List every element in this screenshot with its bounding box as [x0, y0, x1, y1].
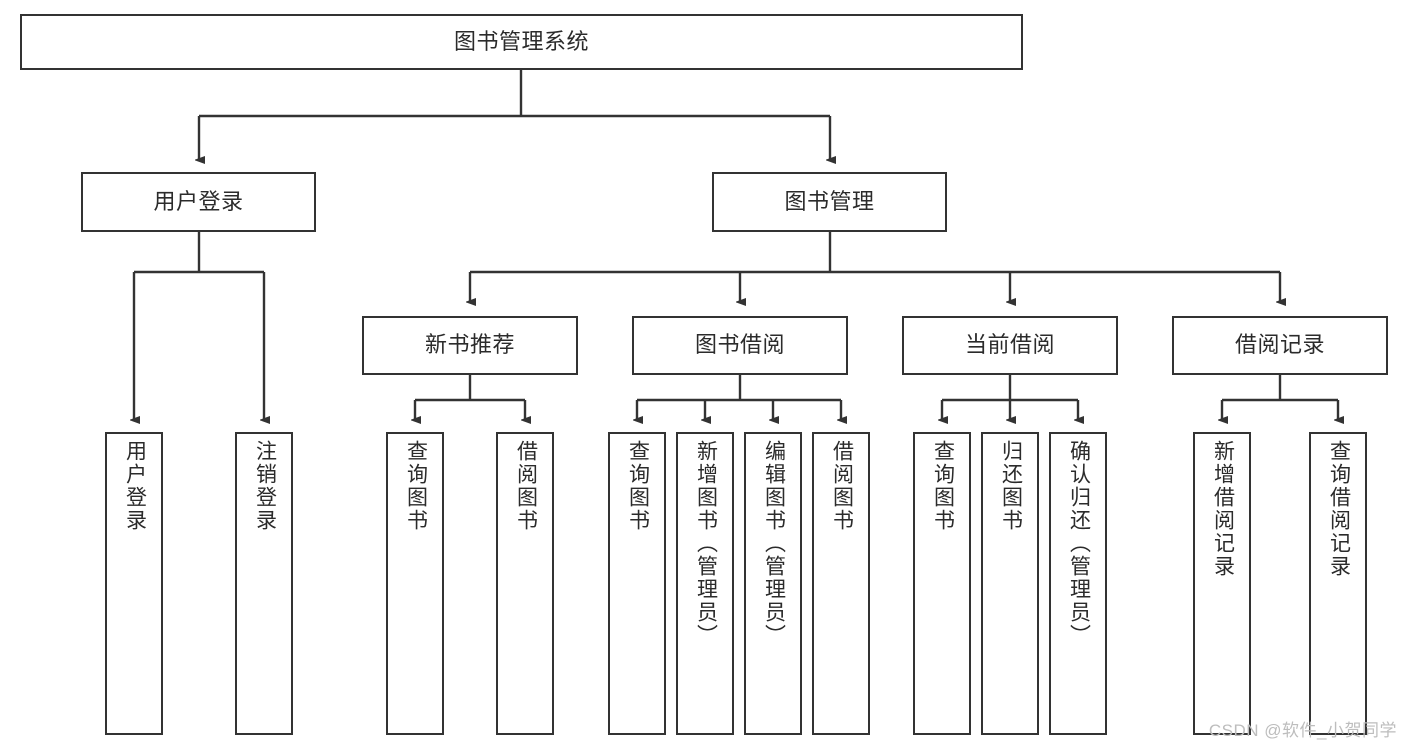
- node-leaf-query-book-2[interactable]: 查询图书: [608, 432, 666, 735]
- node-leaf-user-logout-label: 注销登录: [253, 440, 277, 532]
- node-leaf-query-book-3[interactable]: 查询图书: [913, 432, 971, 735]
- node-current-borrow-label: 当前借阅: [964, 332, 1055, 358]
- node-leaf-borrow-book-1-label: 借阅图书: [514, 440, 538, 532]
- node-leaf-query-record-label: 查询借阅记录: [1327, 440, 1351, 578]
- node-leaf-borrow-book-2-label: 借阅图书: [830, 440, 854, 532]
- node-new-book-recommend-label: 新书推荐: [424, 332, 515, 358]
- node-book-borrow-label: 图书借阅: [694, 332, 785, 358]
- node-book-manage[interactable]: 图书管理: [712, 172, 947, 232]
- node-root[interactable]: 图书管理系统: [20, 14, 1023, 70]
- node-leaf-confirm-return[interactable]: 确认归还（管理员）: [1049, 432, 1107, 735]
- node-leaf-confirm-return-label: 确认归还（管理员）: [1067, 440, 1091, 647]
- node-leaf-return-book[interactable]: 归还图书: [981, 432, 1039, 735]
- node-user-login[interactable]: 用户登录: [81, 172, 316, 232]
- node-borrow-record-label: 借阅记录: [1234, 332, 1325, 358]
- node-leaf-add-book[interactable]: 新增图书（管理员）: [676, 432, 734, 735]
- node-borrow-record[interactable]: 借阅记录: [1172, 316, 1388, 375]
- node-book-borrow[interactable]: 图书借阅: [632, 316, 848, 375]
- node-book-manage-label: 图书管理: [784, 188, 875, 214]
- node-leaf-user-login-label: 用户登录: [123, 440, 147, 532]
- node-leaf-add-record[interactable]: 新增借阅记录: [1193, 432, 1251, 735]
- node-leaf-query-book-3-label: 查询图书: [931, 440, 955, 532]
- node-leaf-edit-book-label: 编辑图书（管理员）: [762, 440, 786, 647]
- node-leaf-return-book-label: 归还图书: [999, 440, 1023, 532]
- node-leaf-query-book-1[interactable]: 查询图书: [386, 432, 444, 735]
- node-user-login-label: 用户登录: [153, 188, 244, 214]
- node-leaf-borrow-book-2[interactable]: 借阅图书: [812, 432, 870, 735]
- node-leaf-query-book-1-label: 查询图书: [404, 440, 428, 532]
- node-leaf-user-logout[interactable]: 注销登录: [235, 432, 293, 735]
- node-new-book-recommend[interactable]: 新书推荐: [362, 316, 578, 375]
- node-leaf-query-record[interactable]: 查询借阅记录: [1309, 432, 1367, 735]
- node-leaf-user-login[interactable]: 用户登录: [105, 432, 163, 735]
- node-leaf-add-record-label: 新增借阅记录: [1211, 440, 1235, 578]
- node-leaf-edit-book[interactable]: 编辑图书（管理员）: [744, 432, 802, 735]
- node-leaf-query-book-2-label: 查询图书: [626, 440, 650, 532]
- csdn-watermark: CSDN @软件_小贺同学: [1208, 721, 1397, 740]
- node-leaf-add-book-label: 新增图书（管理员）: [694, 440, 718, 647]
- node-current-borrow[interactable]: 当前借阅: [902, 316, 1118, 375]
- node-root-label: 图书管理系统: [453, 28, 589, 54]
- node-leaf-borrow-book-1[interactable]: 借阅图书: [496, 432, 554, 735]
